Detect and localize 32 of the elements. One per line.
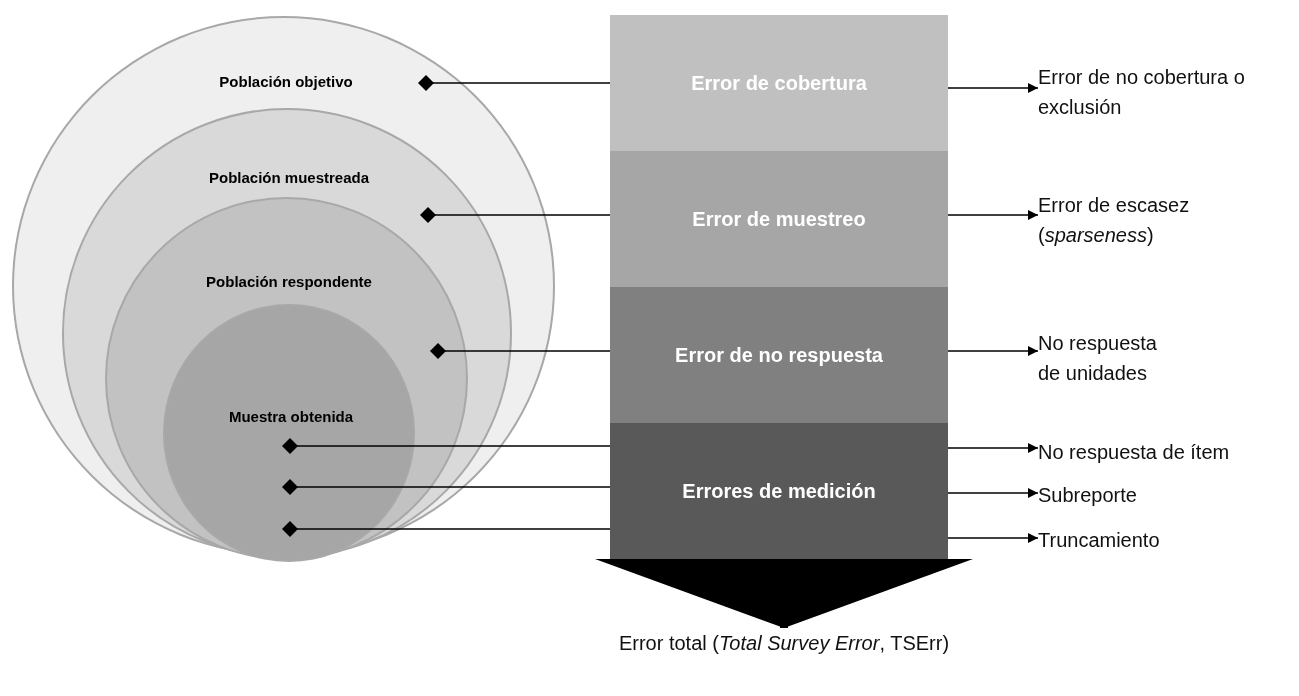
circle-label: Población respondente <box>206 273 372 290</box>
arrow <box>947 488 1039 498</box>
band-label: Errores de medición <box>682 479 876 503</box>
circle-label: Población muestreada <box>208 169 370 186</box>
error-type-label: No respuesta de ítem <box>1038 437 1298 467</box>
error-type-label: Truncamiento <box>1038 525 1238 555</box>
error-type-label: Subreporte <box>1038 480 1238 510</box>
diamond-connector <box>430 343 611 359</box>
error-type-label: Error de escasez (sparseness) <box>1038 190 1238 250</box>
diamond-connector <box>418 75 611 91</box>
total-arrow <box>595 559 973 628</box>
error-band <box>610 423 948 559</box>
diamond-connector <box>282 438 611 454</box>
error-band <box>610 15 948 151</box>
circle-label: Muestra obtenida <box>228 408 354 425</box>
arrow <box>947 83 1039 93</box>
result-label: Error total (Total Survey Error, TSErr) <box>594 628 974 658</box>
diamond-connector <box>282 479 611 495</box>
circle-label: Población objetivo <box>219 73 353 90</box>
band-label: Error de muestreo <box>692 207 866 231</box>
arrow <box>947 210 1039 220</box>
error-type-label: No respuesta de unidades <box>1038 328 1178 388</box>
arrow <box>947 443 1039 453</box>
arrow <box>947 533 1039 543</box>
arrow <box>947 346 1039 356</box>
error-type-label: Error de no cobertura o exclusión <box>1038 62 1298 122</box>
band-label: Error de no respuesta <box>675 343 883 367</box>
band-label: Error de cobertura <box>691 71 867 95</box>
error-band <box>610 151 948 287</box>
diamond-connector <box>420 207 611 223</box>
error-band <box>610 287 948 423</box>
diamond-connector <box>282 521 611 537</box>
